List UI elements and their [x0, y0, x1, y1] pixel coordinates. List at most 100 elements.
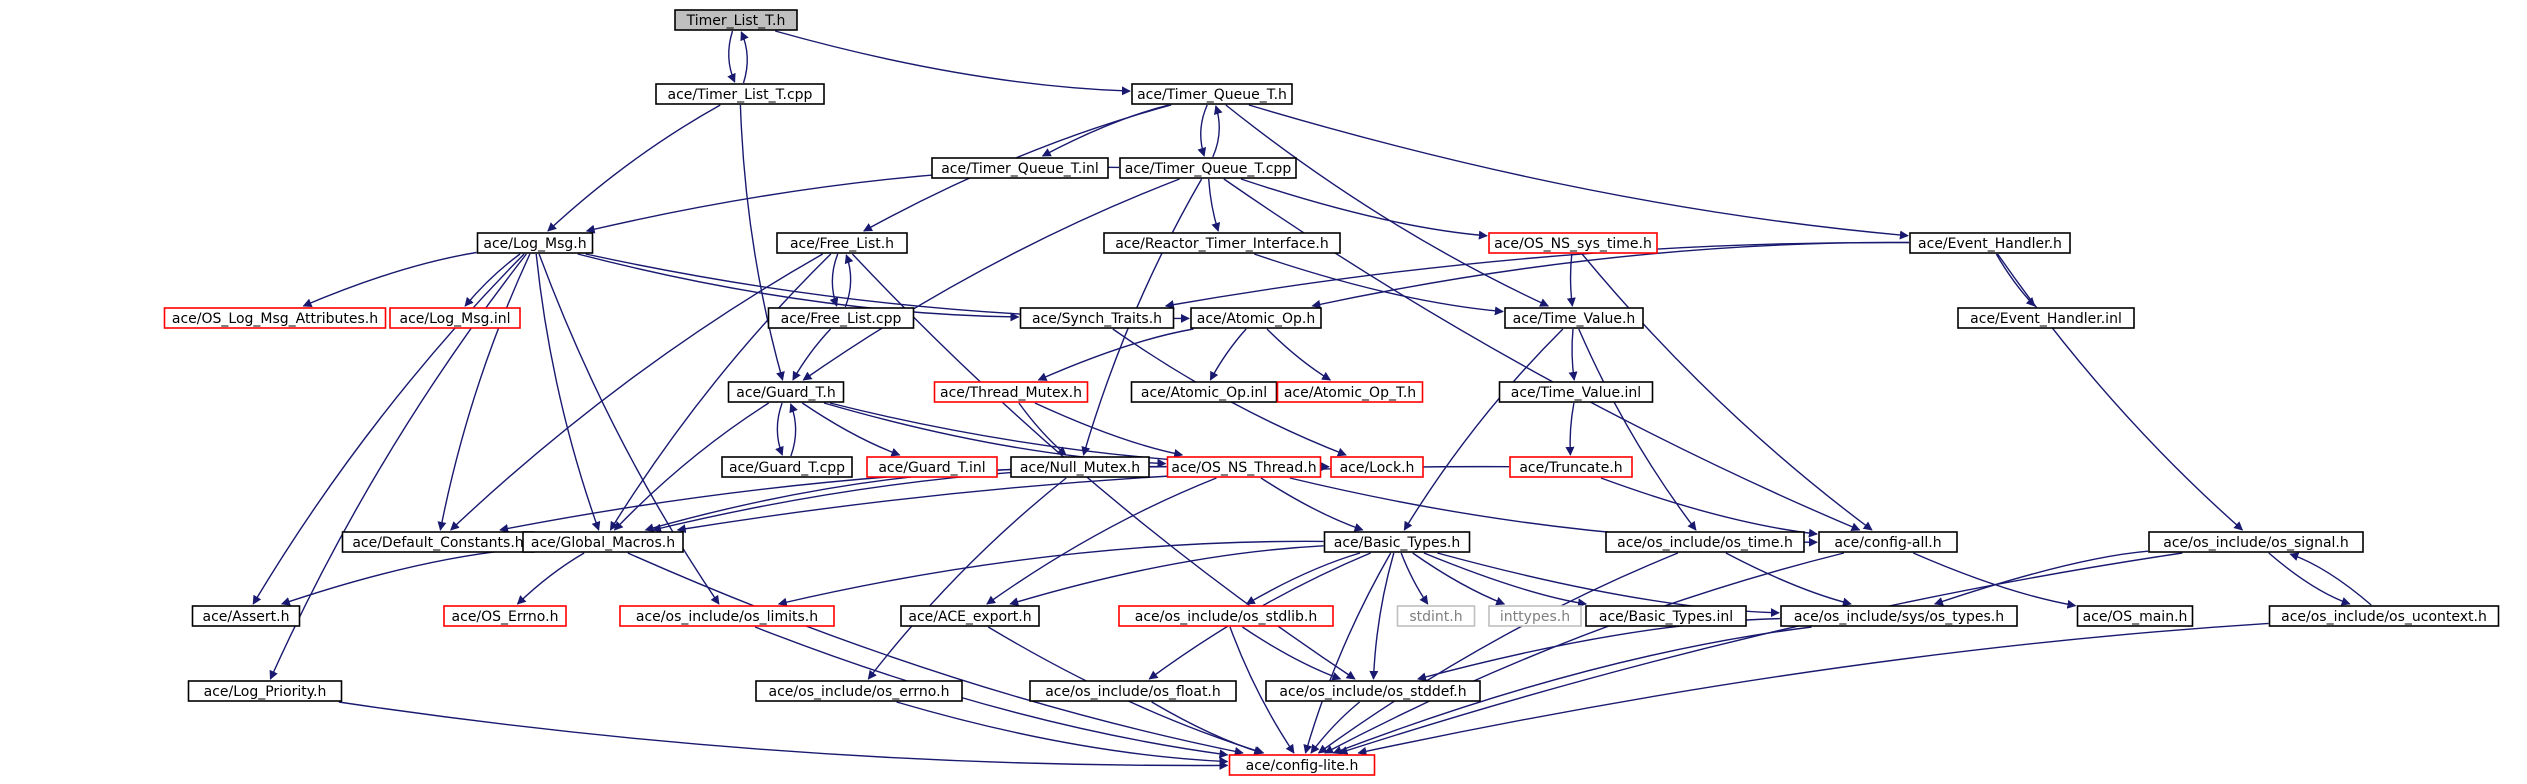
- edge-free_list_cpp-to-free_list_h: [844, 254, 854, 308]
- edge-os_signal-to-config_lite: [1338, 552, 2183, 755]
- node-guard-inl[interactable]: ace/Guard_T.inl: [866, 456, 998, 478]
- edge-time_value_h-to-basic_types_h: [1403, 328, 1564, 531]
- edge-timer_list_h-to-timer_list_cpp: [727, 30, 736, 83]
- edge-timer_queue_cpp-to-os_ns_sys_time: [1240, 178, 1488, 240]
- node-os-ucontext[interactable]: ace/os_include/os_ucontext.h: [2268, 605, 2500, 627]
- node-synch-traits[interactable]: ace/Synch_Traits.h: [1019, 307, 1175, 329]
- node-atomic-op-h[interactable]: ace/Atomic_Op.h: [1190, 307, 1322, 329]
- edge-basic_types_h-to-os_stddef: [1369, 552, 1395, 680]
- node-timer-queue-inl[interactable]: ace/Timer_Queue_T.inl: [931, 157, 1109, 179]
- node-label: ace/Guard_T.h: [736, 385, 836, 401]
- node-os-ns-thread[interactable]: ace/OS_NS_Thread.h: [1166, 456, 1322, 478]
- node-box: [1488, 605, 1582, 627]
- edge-timer_queue_cpp-to-timer_queue_h: [1212, 105, 1223, 158]
- node-default-constants[interactable]: ace/Default_Constants.h: [341, 531, 535, 553]
- edge-os_signal-to-os_ucontext: [2268, 552, 2351, 606]
- edge-log_msg_h-to-os_log_msg_attr: [302, 251, 477, 307]
- edge-basic_types_h-to-inttypes_h: [1412, 552, 1506, 606]
- node-atomic-op-inl[interactable]: ace/Atomic_Op.inl: [1130, 381, 1278, 403]
- node-box: [727, 381, 845, 403]
- node-label: ace/Assert.h: [203, 609, 290, 625]
- node-time-value-h[interactable]: ace/Time_Value.h: [1504, 307, 1644, 329]
- node-sys-os-types[interactable]: ace/os_include/sys/os_types.h: [1780, 605, 2018, 627]
- node-os-main[interactable]: ace/OS_main.h: [2076, 605, 2194, 627]
- edge-basic_types_h-to-ace_export: [1009, 545, 1324, 606]
- node-os-errno-inc[interactable]: ace/os_include/os_errno.h: [755, 680, 963, 702]
- node-time-value-inl[interactable]: ace/Time_Value.inl: [1498, 381, 1654, 403]
- node-null-mutex[interactable]: ace/Null_Mutex.h: [1010, 456, 1150, 478]
- edge-log_msg_h-to-assert_h: [252, 253, 525, 605]
- node-box: [1330, 456, 1424, 478]
- node-timer-list-h[interactable]: Timer_List_T.h: [674, 9, 798, 31]
- edge-time_value_h-to-time_value_inl: [1568, 328, 1578, 381]
- node-assert-h[interactable]: ace/Assert.h: [191, 605, 301, 627]
- edge-os_stdlib-to-os_stddef: [1242, 626, 1342, 681]
- edge-null_mutex-to-global_macros: [644, 468, 1011, 533]
- node-box: [1130, 381, 1278, 403]
- node-inttypes-h[interactable]: inttypes.h: [1488, 605, 1582, 627]
- node-label: ace/Log_Msg.h: [483, 236, 586, 252]
- edge-guard_h-to-guard_inl: [801, 402, 901, 457]
- node-free-list-cpp[interactable]: ace/Free_List.cpp: [767, 307, 915, 329]
- node-label: ace/Timer_List_T.cpp: [668, 87, 813, 103]
- node-label: Timer_List_T.h: [686, 13, 786, 29]
- node-os-signal[interactable]: ace/os_include/os_signal.h: [2148, 531, 2364, 553]
- node-timer-queue-h[interactable]: ace/Timer_Queue_T.h: [1131, 83, 1293, 105]
- node-label: ace/Null_Mutex.h: [1020, 460, 1140, 476]
- edge-timer_queue_h-to-event_handler_h: [1248, 104, 1909, 240]
- edge-null_mutex-to-os_errno_inc: [867, 477, 1067, 680]
- node-event-handler-h[interactable]: ace/Event_Handler.h: [1909, 232, 2071, 254]
- node-box: [1909, 232, 2071, 254]
- node-log-priority[interactable]: ace/Log_Priority.h: [187, 680, 343, 702]
- node-thread-mutex[interactable]: ace/Thread_Mutex.h: [933, 381, 1089, 403]
- node-os-time[interactable]: ace/os_include/os_time.h: [1605, 531, 1805, 553]
- node-guard-cpp[interactable]: ace/Guard_T.cpp: [721, 456, 853, 478]
- node-basic-types-inl[interactable]: ace/Basic_Types.inl: [1585, 605, 1747, 627]
- edge-os_errno_inc-to-config_lite: [896, 701, 1229, 766]
- edge-os_ucontext-to-config_lite: [1357, 622, 2269, 756]
- node-label: ace/Event_Handler.inl: [1970, 311, 2122, 327]
- edge-os_ns_sys_time-to-time_value_h: [1566, 253, 1576, 307]
- node-guard-h[interactable]: ace/Guard_T.h: [727, 381, 845, 403]
- node-box: [767, 307, 915, 329]
- node-config-lite[interactable]: ace/config-lite.h: [1228, 754, 1376, 776]
- node-reactor-timer[interactable]: ace/Reactor_Timer_Interface.h: [1103, 232, 1341, 254]
- node-log-msg-h[interactable]: ace/Log_Msg.h: [476, 232, 594, 254]
- node-box: [1276, 381, 1424, 403]
- node-timer-queue-cpp[interactable]: ace/Timer_Queue_T.cpp: [1119, 157, 1297, 179]
- node-ace-export[interactable]: ace/ACE_export.h: [900, 605, 1040, 627]
- node-label: ace/Time_Value.h: [1513, 311, 1636, 327]
- node-os-log-msg-attr[interactable]: ace/OS_Log_Msg_Attributes.h: [163, 307, 387, 329]
- node-box: [2076, 605, 2194, 627]
- node-lock-h[interactable]: ace/Lock.h: [1330, 456, 1424, 478]
- edge-os_signal-to-sys_os_types: [1933, 550, 2149, 606]
- node-log-msg-inl[interactable]: ace/Log_Msg.inl: [389, 307, 521, 329]
- node-global-macros[interactable]: ace/Global_Macros.h: [522, 531, 684, 553]
- node-free-list-h[interactable]: ace/Free_List.h: [776, 232, 908, 254]
- node-label: ace/Thread_Mutex.h: [940, 385, 1082, 401]
- edge-timer_list_cpp-to-guard_h: [739, 104, 785, 381]
- node-stdint-h[interactable]: stdint.h: [1396, 605, 1476, 627]
- node-label: ace/os_include/os_errno.h: [769, 684, 950, 700]
- node-os-stddef[interactable]: ace/os_include/os_stddef.h: [1265, 680, 1481, 702]
- edge-log_msg_h-to-default_constants: [437, 253, 531, 531]
- node-os-errno-ace[interactable]: ace/OS_Errno.h: [443, 605, 567, 627]
- node-os-stdlib[interactable]: ace/os_include/os_stdlib.h: [1118, 605, 1334, 627]
- node-box: [1396, 605, 1476, 627]
- edge-basic_types_h-to-os_stdlib: [1245, 552, 1361, 605]
- node-label: ace/Basic_Types.inl: [1599, 609, 1733, 625]
- node-os-float[interactable]: ace/os_include/os_float.h: [1029, 680, 1237, 702]
- node-timer-list-cpp[interactable]: ace/Timer_List_T.cpp: [655, 83, 825, 105]
- node-event-handler-inl[interactable]: ace/Event_Handler.inl: [1957, 307, 2135, 329]
- edge-log_msg_h-to-synch_traits: [577, 253, 1020, 322]
- node-truncate-h[interactable]: ace/Truncate.h: [1509, 456, 1633, 478]
- node-os-ns-sys-time[interactable]: ace/OS_NS_sys_time.h: [1488, 232, 1658, 254]
- node-label: ace/os_include/os_float.h: [1045, 684, 1221, 700]
- node-label: ace/OS_Errno.h: [452, 609, 559, 625]
- node-atomic-op-t[interactable]: ace/Atomic_Op_T.h: [1276, 381, 1424, 403]
- node-basic-types-h[interactable]: ace/Basic_Types.h: [1323, 531, 1471, 553]
- node-os-limits[interactable]: ace/os_include/os_limits.h: [619, 605, 835, 627]
- node-config-all[interactable]: ace/config-all.h: [1818, 531, 1958, 553]
- node-box: [1166, 456, 1322, 478]
- node-box: [1323, 531, 1471, 553]
